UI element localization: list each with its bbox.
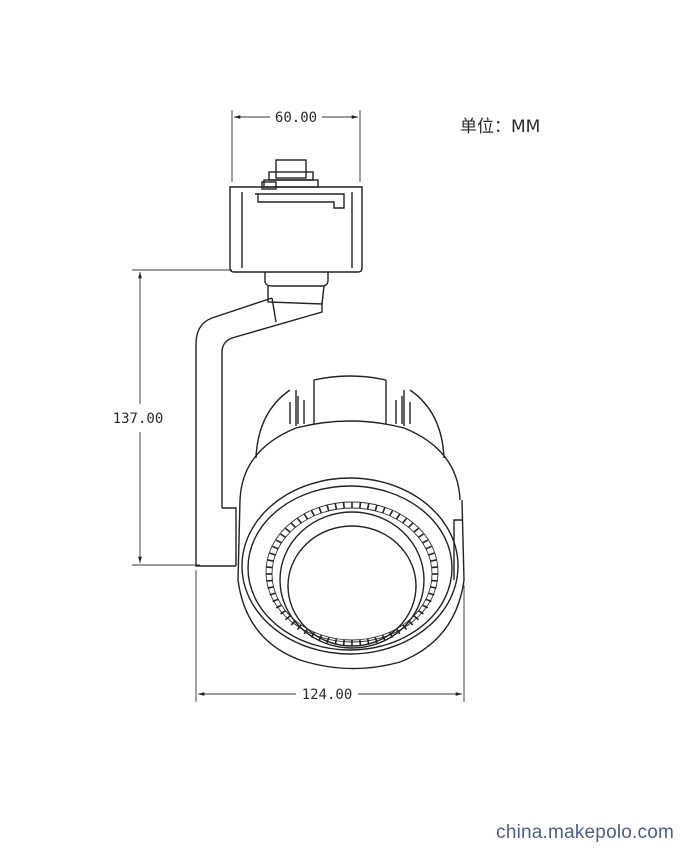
lens-ring-tooth xyxy=(266,566,273,569)
lens-ring-tooth xyxy=(272,598,279,603)
lens-ring-tooth xyxy=(272,545,279,550)
lens-ring-tooth xyxy=(318,507,323,514)
lens-ring-tooth xyxy=(381,634,386,641)
lens-ring-tooth xyxy=(422,539,429,544)
lens-ring-tooth xyxy=(342,639,345,646)
lens-ring-tooth xyxy=(296,624,302,631)
lens-ring-tooth xyxy=(431,566,438,569)
lens-ring-tooth xyxy=(303,513,309,520)
lens-ring-tooth xyxy=(285,527,291,533)
height-label: 137.00 xyxy=(113,411,164,427)
lens-ring-tooth xyxy=(430,586,437,589)
lens-ring-tooth xyxy=(326,636,330,644)
lens-ring-tooth xyxy=(428,592,435,596)
lens-ring-tooth xyxy=(408,620,414,626)
lens-ring-tooth xyxy=(422,604,429,609)
watermark: china.makepolo.com xyxy=(496,822,674,843)
lens-ring-tooth xyxy=(296,517,302,524)
lens-ring-tooth xyxy=(430,559,437,562)
lens-ring-tooth xyxy=(374,504,378,512)
lens-ring-tooth xyxy=(290,620,296,626)
lens-ring-tooth xyxy=(366,638,370,645)
unit-label: 单位：MM xyxy=(460,117,540,137)
lens-ring-tooth xyxy=(334,503,338,510)
lens-ring-tooth xyxy=(431,579,438,582)
lens-ring-tooth xyxy=(359,502,362,509)
dimension-top-width: 60.00 xyxy=(231,110,361,182)
lens-ring-tooth xyxy=(275,539,282,544)
lens-ring-tooth xyxy=(402,517,408,524)
lens-ring-tooth xyxy=(425,598,432,603)
lens-ring-tooth xyxy=(408,522,414,528)
mounting-arm xyxy=(195,297,323,567)
top-width-label: 60.00 xyxy=(275,110,317,126)
lens-ring-tooth xyxy=(266,579,273,582)
lens-ring-tooth xyxy=(269,552,276,556)
lens-ring-tooth xyxy=(290,522,296,528)
lens-ring-tooth xyxy=(267,559,274,562)
lens-ring-tooth xyxy=(374,636,378,644)
dimension-height: 137.00 xyxy=(113,269,232,566)
lens-ring-tooth xyxy=(389,510,394,517)
lens-ring-tooth xyxy=(402,624,408,631)
lens-ring-tooth xyxy=(269,592,276,596)
lens-ring-tooth xyxy=(310,510,315,517)
neck-joint xyxy=(264,272,329,305)
lens-ring-tooth xyxy=(334,638,338,645)
lens-ring-teeth xyxy=(266,502,438,646)
lens-ring-tooth xyxy=(381,507,386,514)
lens-ring-tooth xyxy=(395,513,401,520)
lens-ring-tooth xyxy=(428,552,435,556)
track-adapter xyxy=(229,159,363,273)
dimension-bottom-width: 124.00 xyxy=(195,570,465,703)
lens-ring-tooth xyxy=(413,527,419,533)
bottom-width-label: 124.00 xyxy=(302,687,353,703)
lens-ring-tooth xyxy=(425,545,432,550)
lens-ring-tooth xyxy=(285,615,291,621)
lens-ring-tooth xyxy=(366,503,370,510)
lens-ring-tooth xyxy=(418,610,424,615)
lens-ring-tooth xyxy=(342,502,345,509)
lens-ring-tooth xyxy=(418,533,424,538)
lens-ring-tooth xyxy=(275,604,282,609)
lens-ring-tooth xyxy=(310,631,315,638)
lens-ring-tooth xyxy=(280,610,286,615)
lens-ring-tooth xyxy=(389,631,394,638)
lens-ring-tooth xyxy=(303,628,309,635)
lens-ring-tooth xyxy=(280,533,286,538)
lens-ring-tooth xyxy=(318,634,323,641)
lens-ring-tooth xyxy=(413,615,419,621)
lens-ring-tooth xyxy=(326,504,330,512)
lens-ring-tooth xyxy=(267,586,274,589)
lamp-head xyxy=(237,375,465,670)
lens-ring-tooth xyxy=(395,628,401,635)
lens-ring-tooth xyxy=(359,639,362,646)
